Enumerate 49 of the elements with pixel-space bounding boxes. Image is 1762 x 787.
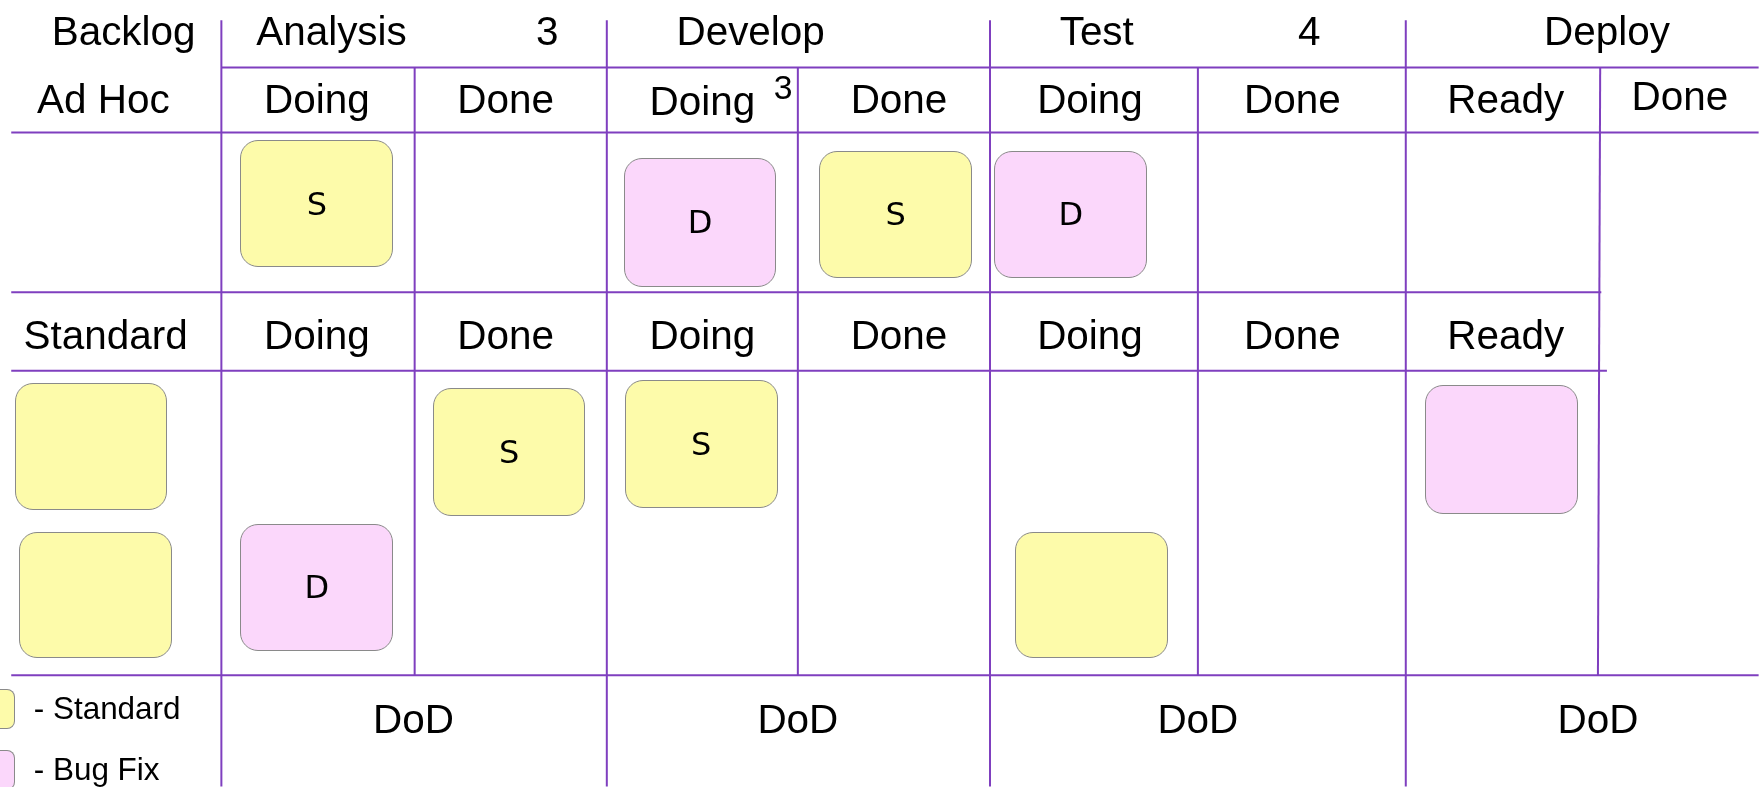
wip-limit: 4 xyxy=(1297,11,1321,52)
column-header: Backlog xyxy=(51,11,196,52)
column-header: Ready xyxy=(1447,78,1565,120)
row-header: Ad Hoc xyxy=(37,78,170,120)
sticky-note xyxy=(19,531,172,659)
definition-of-done: DoD xyxy=(1157,698,1239,740)
column-header: Doing xyxy=(264,78,370,120)
card-letter: S xyxy=(885,198,906,231)
column-header: Doing xyxy=(264,314,370,356)
column-header: Ready xyxy=(1447,314,1565,356)
sticky-note xyxy=(240,140,394,268)
card-letter: S xyxy=(691,427,712,460)
column-header: Develop xyxy=(676,11,825,52)
card-letter: D xyxy=(687,206,713,239)
column-header: Done xyxy=(850,314,948,356)
wip-limit: 3 xyxy=(536,11,559,52)
column-header: Analysis xyxy=(256,11,407,52)
column-header: Doing xyxy=(649,314,756,356)
sticky-note xyxy=(14,383,168,511)
column-header: Done xyxy=(1631,75,1729,116)
definition-of-done: DoD xyxy=(1557,698,1639,740)
definition-of-done: DoD xyxy=(757,698,839,740)
card-letter: D xyxy=(304,571,330,604)
sticky-note xyxy=(994,150,1148,278)
column-header: Done xyxy=(1243,314,1341,356)
sticky-note xyxy=(624,379,778,508)
sticky-note xyxy=(432,387,586,516)
column-header: Done xyxy=(457,314,554,356)
column-header: Test xyxy=(1059,11,1134,52)
column-header: Doing xyxy=(1037,314,1143,356)
sticky-note xyxy=(1424,385,1578,514)
column-header: Done xyxy=(457,78,554,120)
sticky-note xyxy=(1014,531,1168,659)
wip-limit: 3 xyxy=(773,70,793,105)
column-header: Doing xyxy=(1037,78,1143,120)
sticky-note xyxy=(240,523,394,651)
card-letter: D xyxy=(1058,198,1084,231)
sticky-note xyxy=(819,150,972,278)
column-header: Deploy xyxy=(1544,11,1670,52)
card-letter: S xyxy=(498,435,520,468)
legend-text: - Bug Fix xyxy=(33,754,160,786)
definition-of-done: DoD xyxy=(373,698,454,740)
column-header: Done xyxy=(850,78,948,120)
row-header: Standard xyxy=(23,314,188,356)
column-header: Done xyxy=(1243,78,1341,120)
legend-text: - Standard xyxy=(33,693,181,725)
sticky-note xyxy=(623,158,777,287)
column-header: Doing xyxy=(649,80,756,122)
card-letter: S xyxy=(306,187,328,220)
